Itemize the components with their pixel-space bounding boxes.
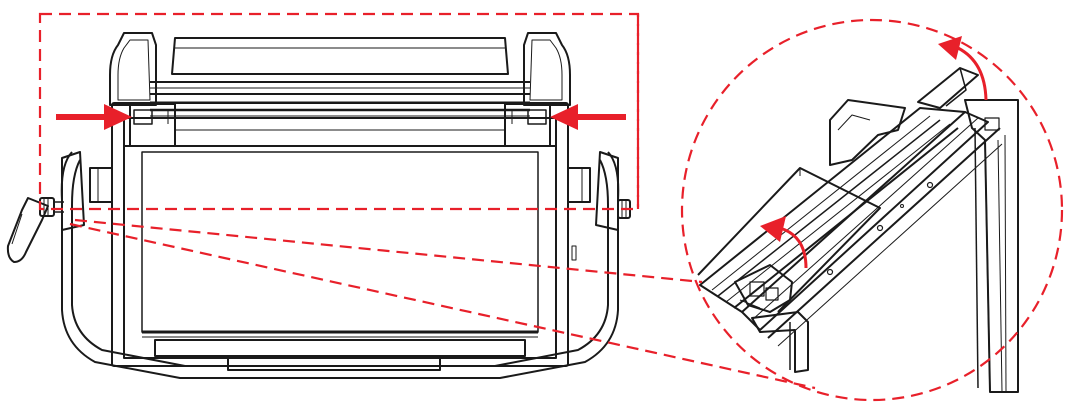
rear-upper-housing [171, 37, 509, 75]
rotate-arrow-top [938, 36, 988, 101]
callout-leader-top [74, 218, 703, 284]
detail-lower-stub [751, 311, 809, 373]
left-latch-block [129, 103, 176, 147]
detail-rail-assembly [699, 107, 1003, 347]
main-device-view [6, 32, 631, 379]
push-arrow-right [550, 104, 626, 130]
right-latch-block [504, 103, 551, 147]
callout-dashed-lines [38, 12, 1064, 402]
detail-zoom-view [697, 67, 1019, 393]
lever-knob-left [6, 197, 64, 263]
carrying-handle [60, 151, 620, 379]
detail-top-bracket [829, 67, 979, 166]
detail-lower-clip [734, 264, 793, 313]
rotate-arrow-inner [760, 216, 808, 269]
right-side-hinge [567, 167, 591, 261]
push-arrow-left [56, 104, 132, 130]
left-tower [109, 32, 157, 106]
detail-panel [697, 167, 881, 313]
callout-leader-bottom [69, 222, 816, 390]
top-rails [150, 81, 530, 131]
callout-zoom-circle [680, 18, 1064, 402]
device-body [111, 102, 569, 371]
detail-vertical-post [964, 99, 1019, 393]
left-side-hinge [89, 167, 113, 203]
right-tower [523, 32, 571, 106]
